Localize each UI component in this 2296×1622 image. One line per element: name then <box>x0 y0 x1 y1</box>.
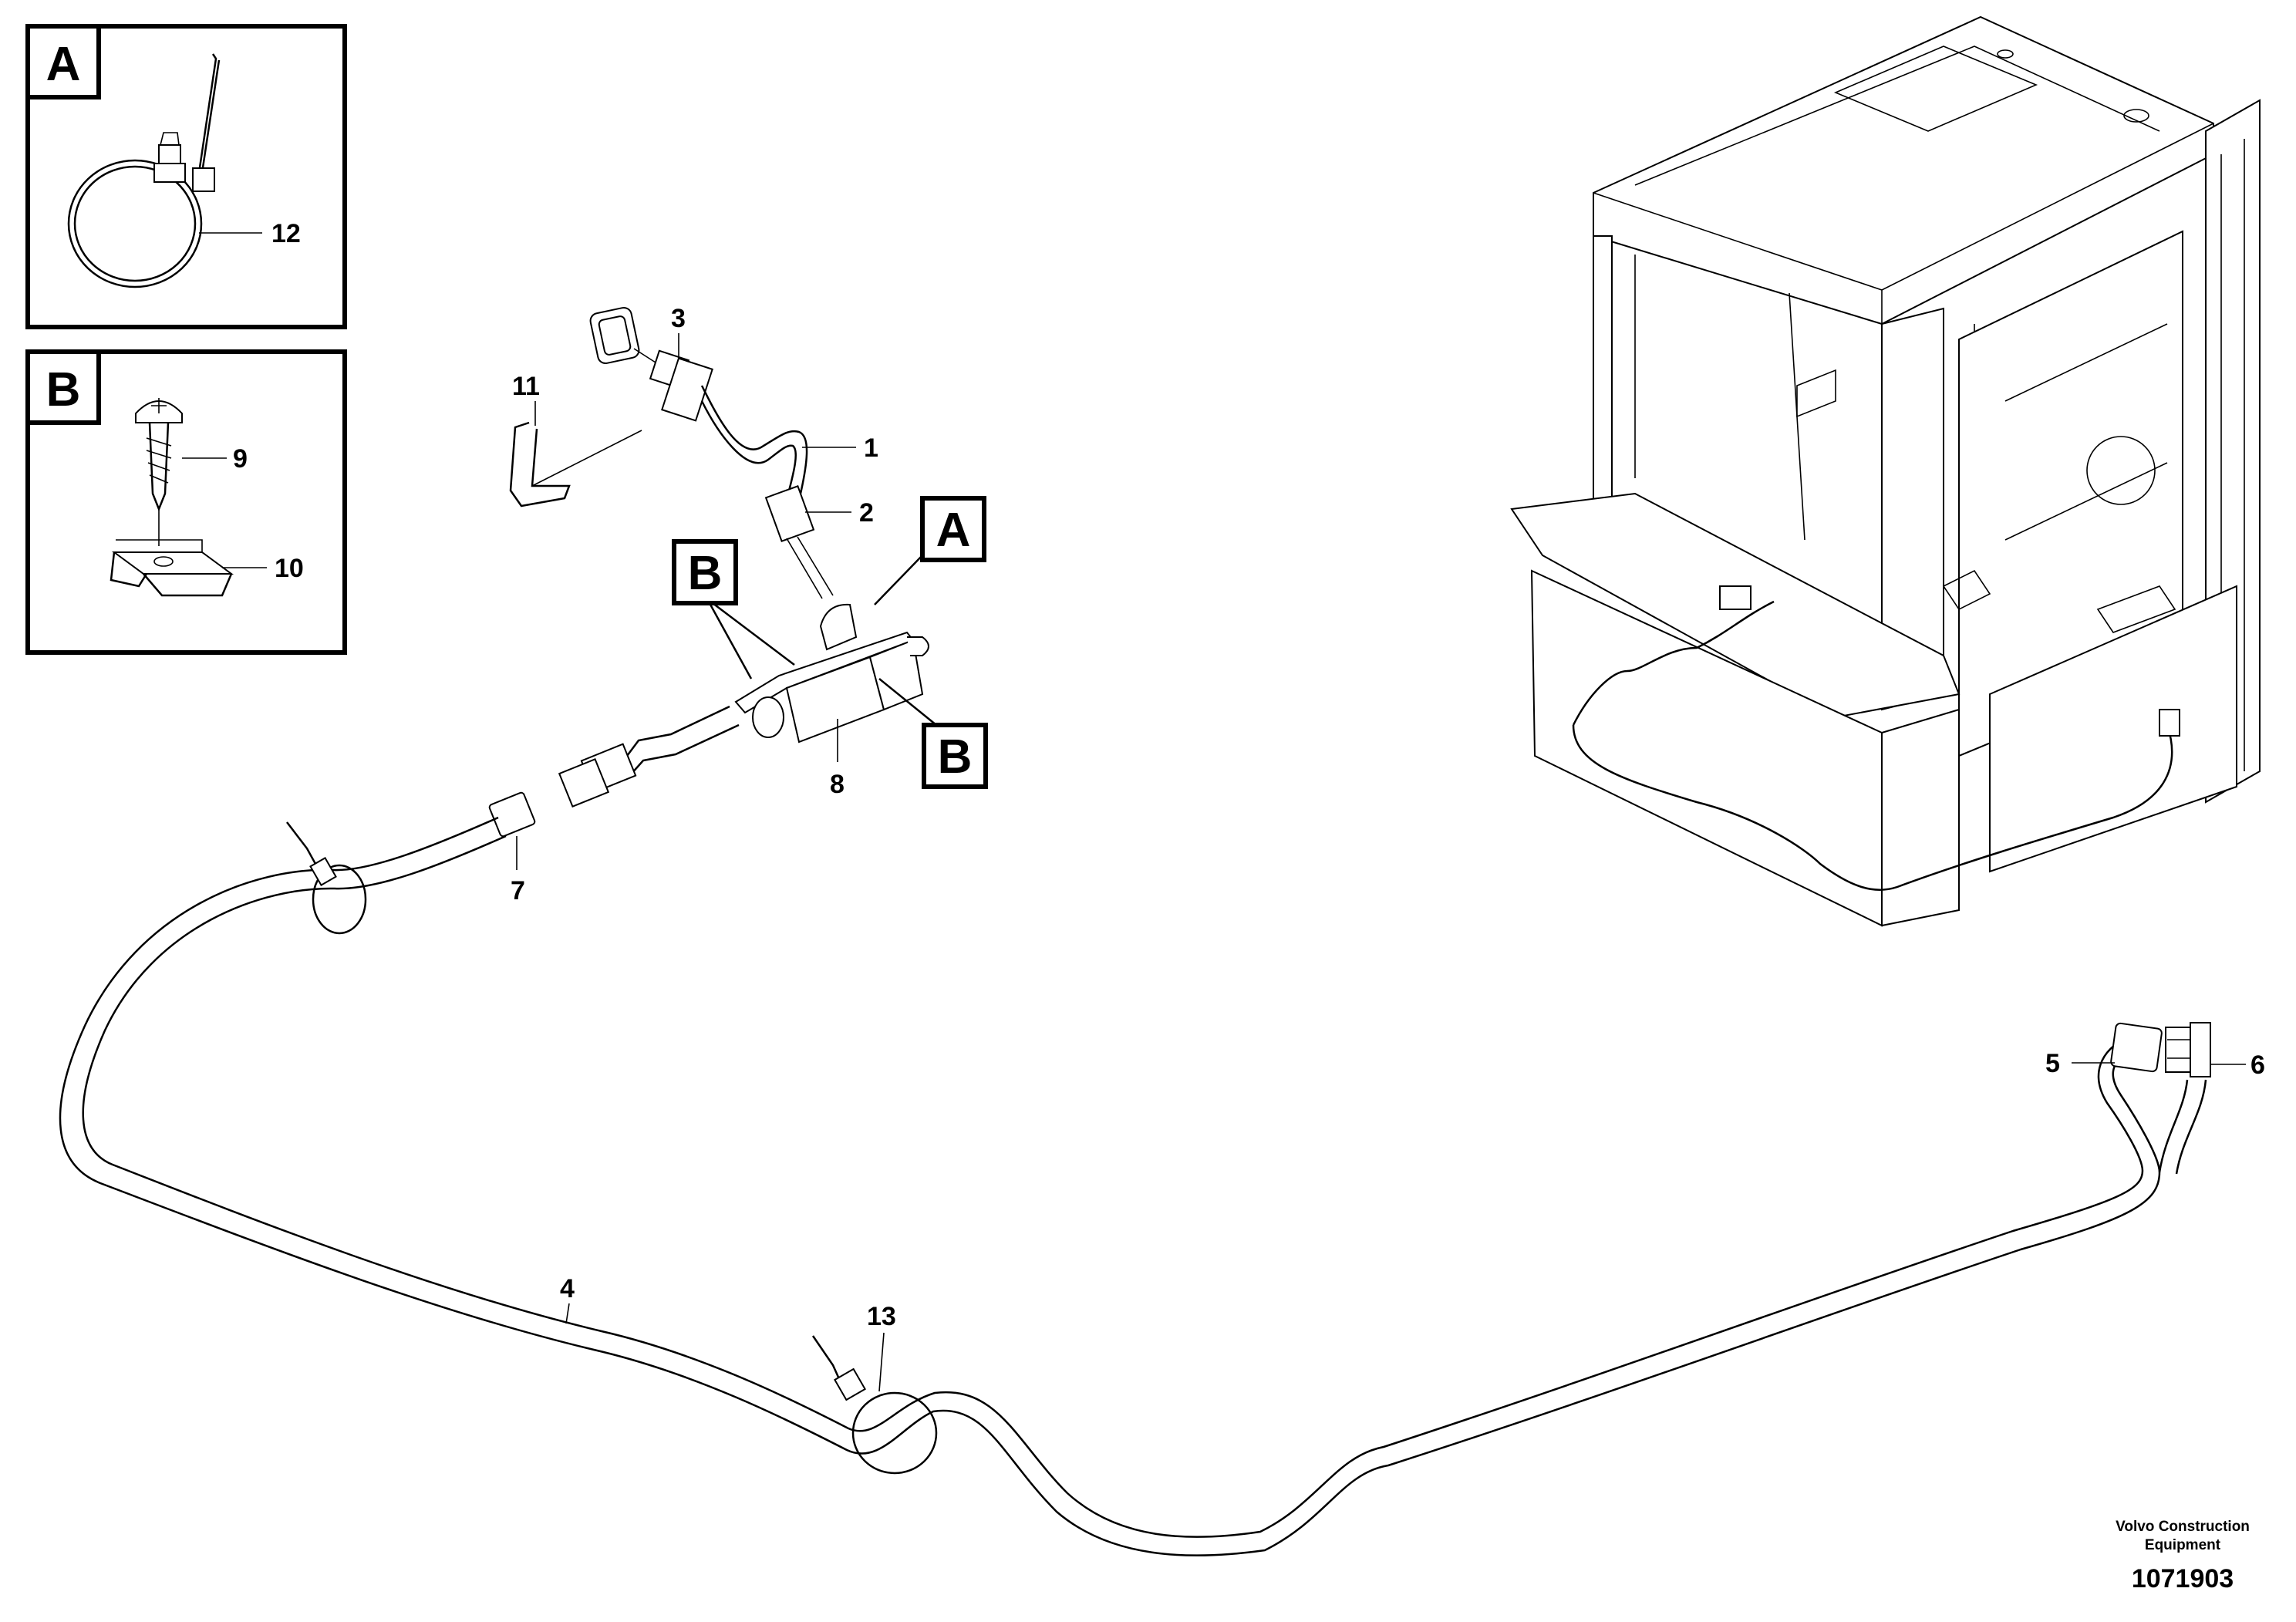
callout-9: 9 <box>233 444 248 474</box>
clip-nut-detail <box>110 539 234 597</box>
inset-b: B 9 10 <box>25 349 347 655</box>
callout-2: 2 <box>859 498 874 528</box>
jumper-harness <box>589 306 834 599</box>
callout-5: 5 <box>2045 1049 2060 1078</box>
figure-id: 1071903 <box>2132 1564 2234 1593</box>
inset-a: A 12 <box>25 24 347 329</box>
inset-a-letter: A <box>46 38 81 91</box>
callout-13: 13 <box>867 1302 896 1331</box>
cable-tie-detail <box>67 53 221 288</box>
leader-13 <box>878 1332 885 1392</box>
credit-line-1: Volvo Construction <box>2116 1519 2250 1535</box>
svg-text:B: B <box>688 547 723 600</box>
cab-frame <box>1510 15 2261 927</box>
callout-8: 8 <box>830 770 845 799</box>
view-label-b-lower: B <box>878 678 988 789</box>
leader-4 <box>565 1303 570 1324</box>
callout-3: 3 <box>671 304 686 333</box>
inset-b-letter: B <box>46 363 81 416</box>
cable-tie-lower <box>811 1335 938 1475</box>
end-connectors <box>2110 1022 2211 1077</box>
cable-tie-upper <box>286 821 367 935</box>
callout-10: 10 <box>275 554 304 583</box>
sensor-housing <box>734 603 929 744</box>
callout-12: 12 <box>271 219 301 248</box>
callout-7: 7 <box>511 876 525 905</box>
main-harness-cable <box>59 816 2207 1556</box>
sensor-cable-pigtail <box>488 705 740 838</box>
view-label-a: A <box>874 496 986 605</box>
retaining-clip <box>509 421 642 508</box>
callout-1: 1 <box>864 433 878 463</box>
callout-6: 6 <box>2250 1050 2265 1080</box>
callout-11: 11 <box>512 372 540 401</box>
view-label-b-upper: B <box>672 539 795 679</box>
svg-text:A: A <box>936 504 971 557</box>
credit-line-2: Equipment <box>2145 1537 2221 1553</box>
svg-text:B: B <box>938 730 973 784</box>
callout-4: 4 <box>560 1274 575 1303</box>
